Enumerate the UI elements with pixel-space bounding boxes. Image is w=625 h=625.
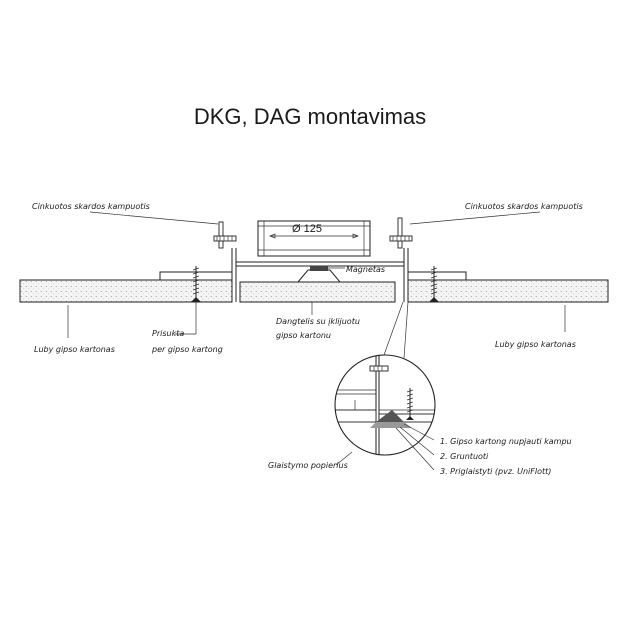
- leader-angle-left: [89, 211, 219, 225]
- angle-bracket-left: [218, 221, 224, 249]
- lid-gypsum-board: [239, 281, 396, 303]
- step-3-label: 3. Priglaistyti (pvz. UniFlott): [440, 467, 551, 476]
- leader-angle-right: [409, 211, 541, 225]
- leader-step3: [395, 427, 435, 471]
- leader-step2: [399, 426, 435, 456]
- step-2-label: 2. Gruntuoti: [440, 452, 489, 461]
- angle-bracket-right: [397, 217, 403, 249]
- gypsum-board-left: [19, 279, 233, 303]
- detail-magnifier: [334, 354, 436, 456]
- board-label-right: Luby gipso kartonas: [495, 340, 576, 349]
- diameter-label: Ø 125: [292, 223, 322, 235]
- screw-label-line1: Prisukta: [152, 329, 184, 338]
- leader-paper: [335, 451, 353, 466]
- detail-leader-2: [403, 301, 409, 359]
- screw-label-line2: per gipso kartong: [151, 345, 223, 354]
- leader-step1: [403, 423, 435, 441]
- paper-label: Glaistymo popierius: [268, 461, 348, 470]
- screw-right: [429, 266, 439, 302]
- page-title: DKG, DAG montavimas: [194, 104, 426, 129]
- detail-leader-1: [383, 301, 404, 356]
- angle-label-right: Cinkuotos skardos kampuotis: [465, 202, 583, 211]
- magnet-label: Magnetas: [346, 265, 385, 274]
- board-label-left: Luby gipso kartonas: [34, 345, 115, 354]
- screw-left: [191, 266, 201, 302]
- gypsum-board-right: [407, 279, 609, 303]
- lid-label-line2: gipso kartonu: [276, 331, 331, 340]
- lid-label-line1: Dangtelis su įklijuotu: [276, 317, 360, 326]
- step-1-label: 1. Gipso kartong nupjauti kampu: [440, 437, 572, 446]
- angle-label-left: Cinkuotos skardos kampuotis: [32, 202, 150, 211]
- magnet: [296, 269, 342, 283]
